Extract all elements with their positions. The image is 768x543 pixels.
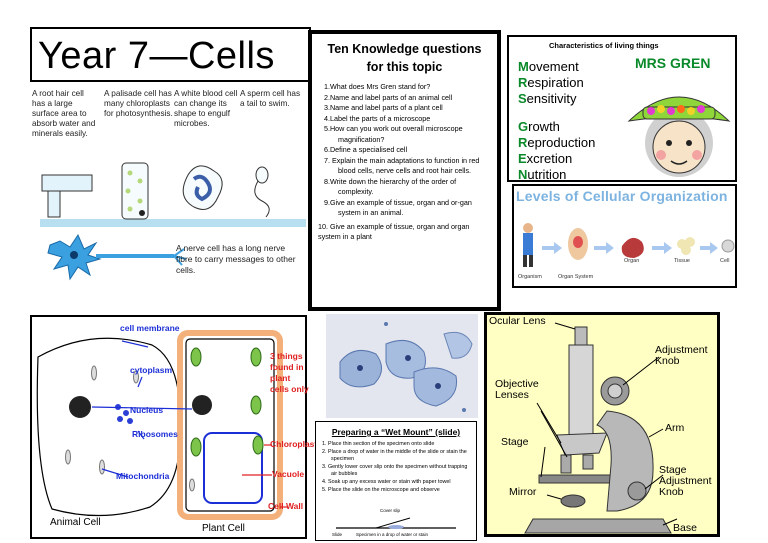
label-vacuole: Vacuole: [272, 469, 305, 479]
label-nucleus: Nucleus: [130, 405, 164, 415]
mrs-gren-word: Reproduction: [518, 135, 596, 150]
questions-title: Ten Knowledge questions for this topic: [327, 42, 482, 74]
cell-icon: [721, 239, 735, 253]
organism-icon: [523, 223, 533, 267]
question-item: 2.Name and label parts of an animal cell: [324, 92, 453, 102]
wet-mount-title: Preparing a “Wet Mount” (slide): [331, 427, 461, 437]
label-cell-membrane: cell membrane: [120, 323, 180, 333]
tissue-icon: [677, 237, 695, 255]
mrs-gren-word: Respiration: [518, 75, 584, 90]
question-item: 8.Write down the hierarchy of the order …: [324, 176, 457, 197]
question-item: 6.Define a specialised cell: [324, 145, 408, 154]
arrow-icon: [700, 242, 718, 254]
specialised-cells-illustration: [40, 162, 306, 281]
sperm-caption: A sperm cell has a tail to swim.: [240, 89, 301, 108]
specialised-cells-panel: A root hair cell has a large surface are…: [30, 83, 311, 298]
mrs-gren-word: Growth: [518, 119, 560, 134]
animal-cell-membrane: [36, 337, 181, 517]
sperm-cell-icon: [254, 166, 270, 218]
label-cell-wall: Cell Wall: [268, 501, 304, 511]
nerve-cell-icon: [47, 233, 187, 281]
animal-nucleus: [69, 396, 91, 418]
question-item: 4.Label the parts of a microscope: [324, 113, 431, 123]
cover-slip-label: Cover slip: [380, 508, 401, 513]
mrs-gren-face-icon: [627, 96, 731, 177]
label-objective-lenses: Objective Lenses: [495, 378, 539, 401]
organ-system-icon: [568, 228, 588, 260]
arrow-icon: [652, 242, 672, 254]
level-label-organism: Organism: [518, 274, 542, 280]
question-item: 3.Name and label parts of a plant cell: [324, 103, 443, 112]
arrow-icon: [594, 242, 614, 254]
nerve-caption: A nerve cell has a long nerve fibre to c…: [176, 243, 296, 275]
label-base: Base: [673, 522, 697, 534]
levels-diagram: [523, 223, 735, 267]
mrs-gren-word: Sensitivity: [518, 91, 577, 106]
title-box: Year 7—Cells: [30, 27, 311, 82]
question-item: 9.Give an example of tissue, organ and o…: [324, 197, 472, 218]
mrs-gren-name: MRS GREN: [635, 55, 711, 71]
label-animal-cell: Animal Cell: [50, 517, 101, 528]
label-ribosomes: Ribosomes: [132, 429, 178, 439]
level-label-organ-system: Organ System: [558, 274, 594, 280]
question-item-last: 10. Give an example of tissue, organ and…: [318, 221, 470, 242]
white-blood-caption: A white blood cell can change its shape …: [174, 89, 238, 128]
vacuole-shape: [203, 432, 263, 504]
question-item: 1.What does Mrs Gren stand for?: [324, 82, 431, 91]
arrow-icon: [542, 242, 562, 254]
specimen-label: Specimen in a drop of water or stain: [356, 532, 429, 537]
slide-diagram: [336, 517, 456, 529]
microscope-diagram: [524, 322, 678, 534]
mrs-gren-word: Excretion: [518, 151, 573, 166]
knowledge-questions-panel: Ten Knowledge questions for this topic 1…: [308, 30, 501, 311]
wet-mount-step: 2. Place a drop of water in the middle o…: [322, 449, 467, 462]
level-label-cell: Cell: [720, 258, 730, 264]
label-plant-only-note: 3 things found in plant cells only: [270, 351, 309, 394]
levels-panel: Levels of Cellular Organization Organism…: [512, 184, 737, 288]
slide-label: Slide: [332, 532, 343, 537]
wet-mount-step: 4. Soak up any excess water or stain wit…: [322, 479, 451, 485]
label-cytoplasm: cytoplasm: [130, 365, 173, 375]
questions-list: 1.What does Mrs Gren stand for? 2.Name a…: [312, 82, 497, 219]
organ-icon: [621, 237, 644, 258]
wet-mount-step: 3. Gently lower cover slip onto the spec…: [322, 464, 468, 477]
root-hair-caption: A root hair cell has a large surface are…: [32, 89, 96, 138]
level-label-organ: Organ: [624, 258, 640, 264]
wet-mount-step: 5. Place the slide on the microscope and…: [322, 487, 440, 493]
wet-mount-step: 1. Place thin section of the specimen on…: [322, 441, 435, 447]
plant-nucleus: [192, 395, 212, 415]
label-stage: Stage: [501, 436, 529, 448]
mrs-gren-word: Movement: [518, 59, 579, 74]
micrograph-image: [326, 314, 478, 418]
label-arm: Arm: [665, 422, 685, 434]
wet-mount-panel: Preparing a “Wet Mount” (slide) 1. Place…: [315, 421, 477, 541]
page-title: Year 7—Cells: [38, 35, 275, 77]
question-item: 7. Explain the main adaptations to funct…: [324, 155, 480, 176]
label-stage-adjustment-knob: Stage Adjustment Knob: [659, 464, 712, 498]
mrs-gren-word: Nutrition: [518, 167, 567, 182]
label-chloroplast: Chloroplast: [270, 439, 318, 449]
label-ocular-lens: Ocular Lens: [489, 315, 546, 327]
wet-mount-steps: 1. Place thin section of the specimen on…: [316, 441, 476, 494]
animal-plant-cells-panel: cell membrane cytoplasm Nucleus Ribosome…: [30, 315, 317, 539]
levels-title: Levels of Cellular Organization: [516, 188, 728, 204]
label-plant-cell: Plant Cell: [202, 523, 245, 534]
root-hair-cell-icon: [41, 174, 93, 218]
cheek-cell-micrograph: [326, 314, 478, 418]
palisade-caption: A palisade cell has many chloroplasts fo…: [104, 89, 173, 118]
level-label-tissue: Tissue: [674, 258, 690, 264]
label-mirror: Mirror: [509, 486, 537, 498]
animal-plant-diagram: [36, 330, 288, 520]
mrs-gren-heading: Characteristics of living things: [549, 41, 659, 50]
microscope-panel: Ocular Lens Adjustment Knob Objective Le…: [484, 312, 720, 537]
label-mitochondria: Mitochondria: [116, 471, 170, 481]
white-blood-cell-icon: [182, 165, 223, 210]
label-adjustment-knob: Adjustment Knob: [655, 344, 708, 367]
question-item: 5.How can you work out overall microscop…: [324, 124, 463, 144]
palisade-cell-icon: [121, 162, 149, 220]
mrs-gren-panel: Characteristics of living things Movemen…: [507, 35, 737, 182]
